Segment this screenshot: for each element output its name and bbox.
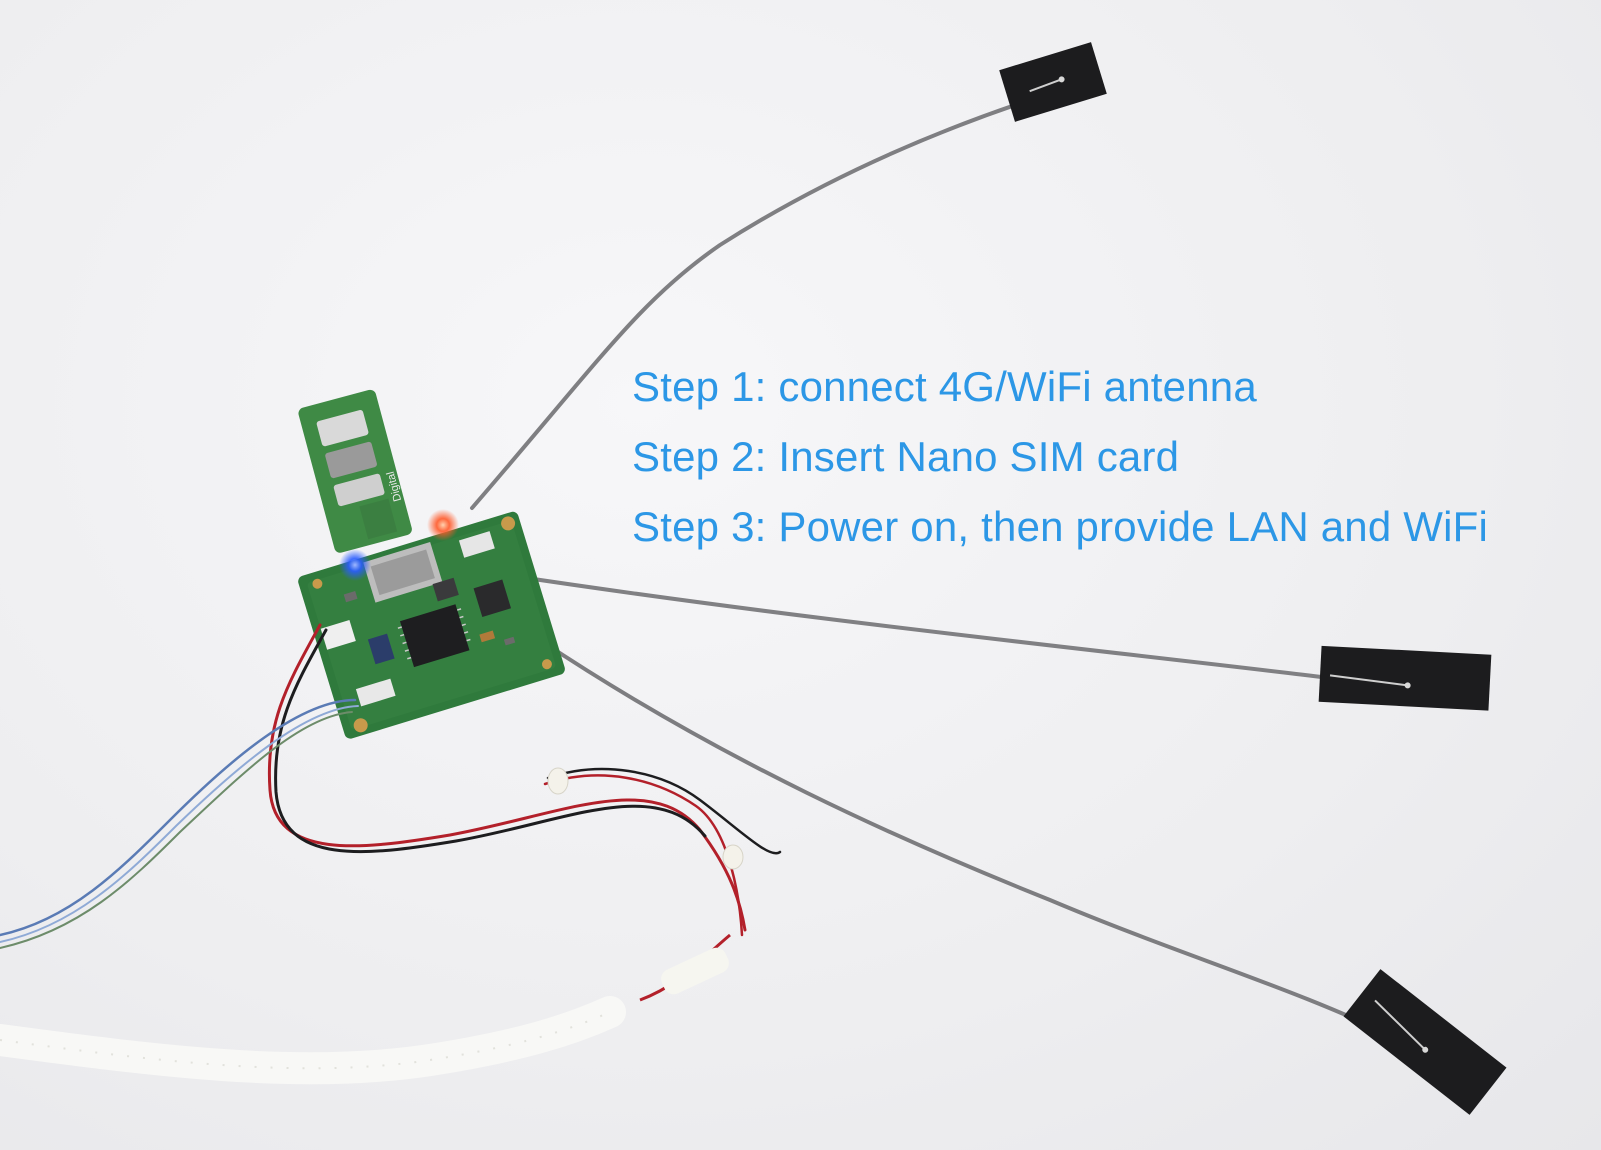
- antenna-cable-bottom: [538, 638, 1402, 1042]
- antenna-pad-bottom: [1343, 969, 1507, 1115]
- status-led-blue: [339, 549, 371, 581]
- step-3-text: Step 3: Power on, then provide LAN and W…: [632, 503, 1489, 550]
- flat-antennas: [999, 42, 1507, 1115]
- antenna-pad-middle: [1318, 645, 1492, 711]
- sim-adapter: Digital: [298, 389, 412, 553]
- step-1-text: Step 1: connect 4G/WiFi antenna: [632, 363, 1257, 410]
- antenna-cable-top: [470, 98, 1032, 510]
- antenna-cable-middle: [485, 570, 1332, 680]
- power-cable: [0, 996, 626, 1085]
- status-led-red: [427, 509, 459, 541]
- wiring-harness: [0, 623, 782, 949]
- antenna-cables: [470, 98, 1402, 1042]
- antenna-pad-top: [999, 42, 1107, 122]
- cable-clips: [547, 767, 744, 1002]
- step-2-text: Step 2: Insert Nano SIM card: [632, 433, 1180, 480]
- setup-steps: Step 1: connect 4G/WiFi antenna Step 2: …: [632, 352, 1582, 562]
